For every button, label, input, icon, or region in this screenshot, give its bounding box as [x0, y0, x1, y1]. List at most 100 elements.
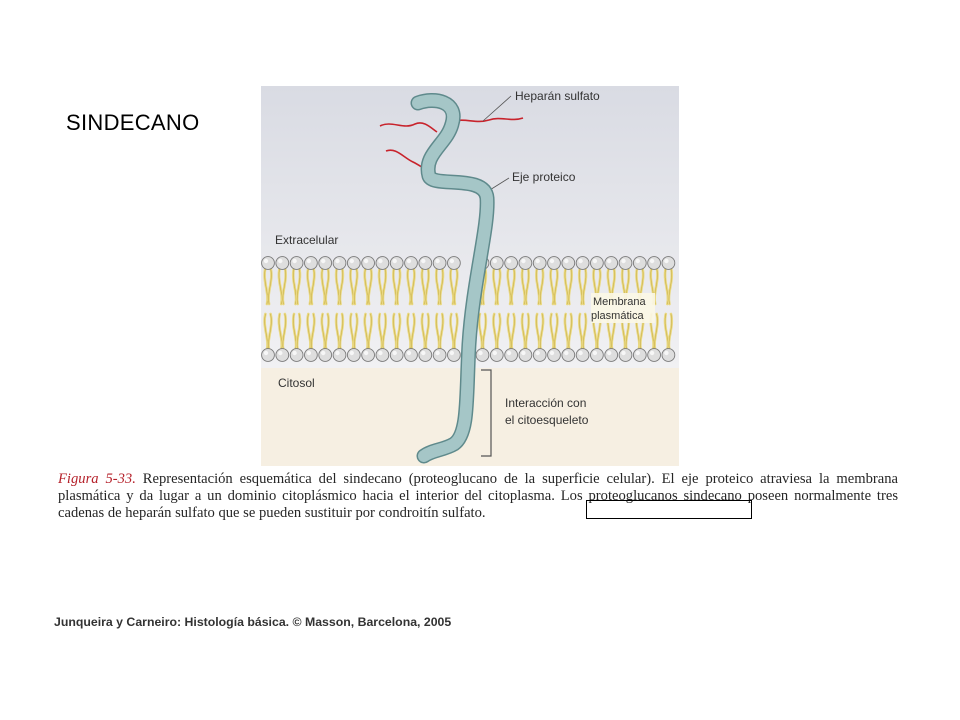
- lipid-tail-outline: [507, 313, 511, 351]
- lipid-bilayer: [261, 256, 676, 362]
- lipid-tail-outline: [554, 313, 558, 351]
- lipid-head: [346, 256, 361, 270]
- lipid-tail-outline: [568, 267, 572, 305]
- lipid-tail-outline: [568, 313, 572, 351]
- lipid-head: [389, 348, 404, 362]
- lipid-tail-outline: [321, 267, 325, 305]
- lipid-head: [375, 256, 390, 270]
- lipid-tail-outline: [436, 313, 440, 351]
- source-credit: Junqueira y Carneiro: Histología básica.…: [54, 615, 452, 629]
- lipid-tail-outline: [407, 267, 411, 305]
- lipid-head-highlight: [435, 258, 440, 264]
- lipid-tail-outline: [282, 313, 286, 351]
- lipid-tail-outline: [307, 313, 311, 351]
- lipid-tail-outline: [335, 267, 340, 305]
- lipid-head-highlight: [635, 258, 640, 264]
- lipid-head: [275, 348, 290, 362]
- lipid-tail-outline: [536, 313, 540, 351]
- lipid-head: [447, 256, 461, 270]
- membrane-label-backdrop: [591, 293, 655, 323]
- lipid-head-highlight: [349, 258, 354, 264]
- lipid-head-highlight: [521, 350, 526, 356]
- lipid-tail-outline: [264, 267, 268, 305]
- lipid-head-highlight: [292, 350, 297, 356]
- lipid-head-highlight: [421, 350, 426, 356]
- lipid-tail-outline: [293, 313, 297, 351]
- lipid-head-highlight: [321, 350, 326, 356]
- lipid-tail-outline: [478, 313, 483, 351]
- lipid-tail-outline: [296, 267, 301, 305]
- lipid-head: [332, 256, 347, 270]
- lipid-tail-outline: [436, 267, 440, 305]
- lipid-tail-outline: [321, 313, 325, 351]
- lipid-head: [590, 256, 604, 270]
- lipid-head: [318, 256, 333, 270]
- lipid-head-highlight: [607, 350, 612, 356]
- lipid-head: [289, 256, 304, 270]
- lipid-tail-outline: [382, 313, 386, 351]
- lipid-head: [404, 348, 418, 362]
- lipid-tail-outline: [550, 313, 554, 351]
- heparan-chain-2: [379, 122, 438, 133]
- lipid-tail-outline: [264, 313, 268, 351]
- lipid-head-highlight: [492, 258, 497, 264]
- lipid-head-highlight: [621, 350, 626, 356]
- lipid-head-highlight: [506, 258, 512, 264]
- lipid-head-highlight: [649, 258, 655, 264]
- lipid-head-highlight: [406, 258, 412, 264]
- lipid-head: [618, 348, 633, 362]
- lipid-head: [346, 348, 361, 362]
- lipid-tail-outline: [450, 267, 454, 305]
- lipid-tail-outline: [421, 267, 426, 305]
- lipid-tail-outline: [439, 313, 444, 351]
- lipid-head: [418, 256, 433, 270]
- lipid-head: [632, 348, 647, 362]
- lipid-tail-outline: [350, 267, 354, 305]
- lipid-head: [447, 348, 461, 362]
- lipid-head-highlight: [392, 350, 397, 356]
- lipid-head-highlight: [449, 258, 455, 264]
- lipid-tail-outline: [525, 313, 529, 351]
- lipid-head: [318, 348, 333, 362]
- lipid-tail-outline: [493, 313, 497, 351]
- lipid-head-highlight: [478, 350, 483, 356]
- lipid-tail-outline: [482, 313, 487, 351]
- lipid-tail-outline: [564, 267, 569, 305]
- lipid-tail-outline: [497, 267, 501, 305]
- lipid-head-highlight: [263, 350, 269, 356]
- lipid-head: [375, 348, 390, 362]
- lipid-tail-outline: [654, 313, 658, 351]
- lipid-tail-outline: [411, 313, 415, 351]
- lipid-tail-outline: [539, 267, 544, 305]
- cytosol-label: Citosol: [278, 376, 315, 390]
- lipid-head: [289, 348, 304, 362]
- lipid-head-highlight: [349, 350, 354, 356]
- lipid-tail-outline: [335, 313, 340, 351]
- lipid-head: [604, 256, 619, 270]
- lipid-tail-outline: [582, 313, 587, 351]
- lipid-tail-outline: [378, 267, 383, 305]
- lipid-head-highlight: [306, 258, 312, 264]
- lipid-tail-outline: [350, 313, 354, 351]
- lipid-tail-outline: [664, 313, 669, 351]
- lipid-head: [632, 256, 647, 270]
- lipid-tail-outline: [311, 313, 315, 351]
- lipid-tail-outline: [282, 267, 286, 305]
- lipid-tail-outline: [539, 313, 544, 351]
- lipid-head-highlight: [335, 258, 340, 264]
- lipid-tail-outline: [354, 313, 358, 351]
- lipid-head: [518, 256, 533, 270]
- lipid-tail-outline: [278, 267, 283, 305]
- lipid-head-highlight: [421, 258, 426, 264]
- lipid-head: [432, 256, 447, 270]
- lipid-tail-outline: [325, 267, 329, 305]
- lipid-tail-outline: [550, 267, 554, 305]
- lipid-head: [661, 256, 676, 270]
- lipid-tail-outline: [511, 313, 515, 351]
- heparan-label: Heparán sulfato: [515, 89, 600, 103]
- lipid-head: [361, 348, 375, 362]
- lipid-head: [489, 256, 504, 270]
- lipid-head-highlight: [378, 350, 383, 356]
- lipid-head: [504, 256, 518, 270]
